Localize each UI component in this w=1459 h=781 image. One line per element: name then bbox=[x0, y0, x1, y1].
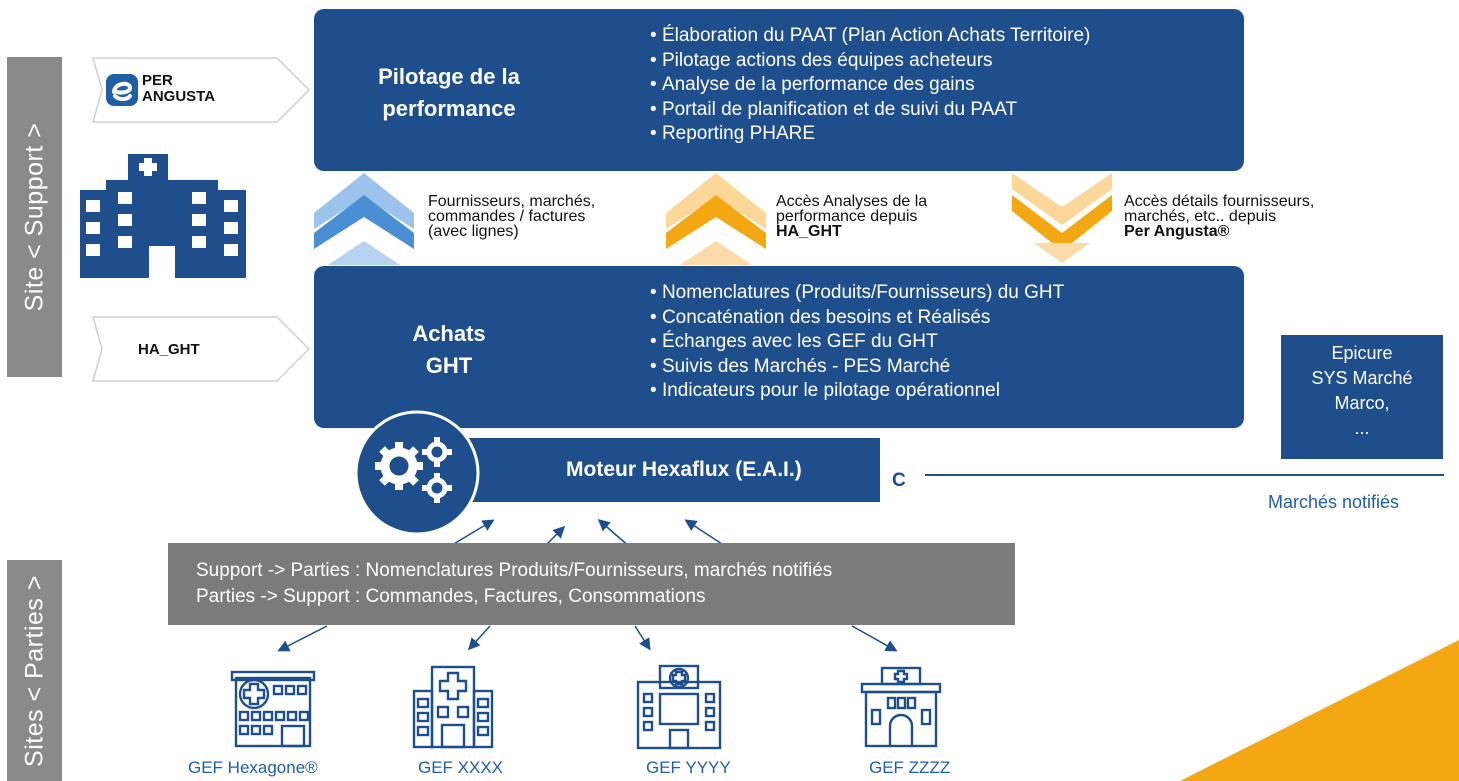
tag-shape bbox=[92, 57, 310, 123]
flow-text-line: marchés, etc.. depuis bbox=[1124, 208, 1277, 225]
exchange-box: Support -> Parties : Nomenclatures Produ… bbox=[168, 543, 1015, 625]
achats-item: Suivis des Marchés - PES Marché bbox=[650, 355, 1064, 380]
pilotage-item: Analyse de la performance des gains bbox=[650, 73, 1090, 98]
external-system-line: Marco, bbox=[1334, 393, 1390, 413]
achats-item: Nomenclatures (Produits/Fournisseurs) du… bbox=[650, 281, 1064, 306]
pilotage-title-line2: performance bbox=[382, 96, 516, 121]
exchange-line-1: Support -> Parties : Nomenclatures Produ… bbox=[196, 560, 833, 581]
orange-down-chevrons-icon bbox=[1012, 173, 1112, 263]
exchange-line-2: Parties -> Support : Commandes, Factures… bbox=[196, 586, 706, 607]
corner-decoration bbox=[1180, 640, 1459, 781]
per-angusta-label: PER ANGUSTA bbox=[142, 73, 215, 105]
flow-text-3: Accès détails fournisseurs, marchés, etc… bbox=[1124, 193, 1315, 240]
hospital-icon bbox=[860, 666, 942, 748]
pilotage-title: Pilotage de la performance bbox=[314, 61, 584, 125]
blue-up-chevrons-icon bbox=[314, 173, 414, 265]
achats-item: Concaténation des besoins et Réalisés bbox=[650, 306, 1064, 331]
arrow-down bbox=[851, 625, 898, 652]
flow-text-line: Accès détails fournisseurs, bbox=[1124, 193, 1315, 210]
building-label: GEF Hexagone® bbox=[188, 758, 318, 777]
support-sidebar: Site < Support > bbox=[7, 57, 62, 377]
external-system-line: ... bbox=[1354, 418, 1370, 438]
flow-text-line: (avec lignes) bbox=[428, 223, 519, 240]
pilotage-list: Élaboration du PAAT (Plan Action Achats … bbox=[650, 24, 1090, 147]
arrow-down bbox=[634, 625, 651, 651]
building-label: GEF ZZZZ bbox=[869, 758, 951, 777]
pilotage-title-line1: Pilotage de la bbox=[378, 64, 520, 89]
hospital-building-icon bbox=[80, 154, 246, 278]
external-system-line: SYS Marché bbox=[1311, 368, 1413, 388]
engine-bar bbox=[456, 438, 880, 502]
engine-connector-label: C bbox=[892, 470, 906, 491]
ha-ght-label: HA_GHT bbox=[138, 341, 200, 358]
achats-title-line2: GHT bbox=[425, 353, 473, 378]
pilotage-item: Pilotage actions des équipes acheteurs bbox=[650, 49, 1090, 74]
flow-text-1: Fournisseurs, marchés, commandes / factu… bbox=[428, 193, 596, 240]
flow-text-bold: Per Angusta® bbox=[1124, 223, 1230, 240]
achats-list: Nomenclatures (Produits/Fournisseurs) du… bbox=[650, 281, 1064, 404]
arrow-down bbox=[467, 625, 491, 651]
per-angusta-tag: PER ANGUSTA bbox=[92, 57, 310, 123]
hospital-icon bbox=[636, 664, 722, 750]
building-label: GEF YYYY bbox=[646, 758, 731, 777]
hospital-icon bbox=[230, 670, 316, 748]
flow-text-line: performance depuis bbox=[776, 208, 918, 225]
achats-item: Indicateurs pour le pilotage opérationne… bbox=[650, 379, 1064, 404]
achats-title-line1: Achats bbox=[412, 321, 486, 346]
flow-text-line: Accès Analyses de la bbox=[776, 193, 928, 210]
achats-title: Achats GHT bbox=[314, 318, 584, 382]
external-systems-box: Epicure SYS Marché Marco, ... bbox=[1281, 335, 1443, 459]
parties-sidebar: Sites < Parties > bbox=[7, 560, 62, 781]
pilotage-panel: Pilotage de la performance Élaboration d… bbox=[314, 9, 1244, 171]
achats-item: Échanges avec les GEF du GHT bbox=[650, 330, 1064, 355]
marches-notifies-label: Marchés notifiés bbox=[1268, 492, 1400, 512]
arrow-down bbox=[277, 625, 328, 652]
pilotage-item: Élaboration du PAAT (Plan Action Achats … bbox=[650, 24, 1090, 49]
engine-label: Moteur Hexaflux (E.A.I.) bbox=[566, 458, 802, 481]
hospital-icon bbox=[412, 665, 494, 749]
flow-text-line: Fournisseurs, marchés, bbox=[428, 193, 596, 210]
building-label: GEF XXXX bbox=[418, 758, 504, 777]
external-system-line: Epicure bbox=[1331, 343, 1393, 363]
per-angusta-line2: ANGUSTA bbox=[142, 88, 216, 105]
orange-up-chevrons-icon bbox=[666, 173, 766, 265]
flow-text-bold: HA_GHT bbox=[776, 223, 842, 240]
achats-panel: Achats GHT Nomenclatures (Produits/Fourn… bbox=[314, 266, 1244, 428]
pilotage-item: Reporting PHARE bbox=[650, 122, 1090, 147]
pilotage-item: Portail de planification et de suivi du … bbox=[650, 98, 1090, 123]
ha-ght-tag: HA_GHT bbox=[92, 316, 310, 382]
per-angusta-line1: PER bbox=[142, 72, 173, 89]
tag-shape bbox=[92, 316, 310, 382]
per-angusta-logo-icon bbox=[106, 74, 138, 106]
connector-line bbox=[925, 474, 1444, 476]
gears-icon bbox=[354, 410, 480, 536]
flow-text-line: commandes / factures bbox=[428, 208, 586, 225]
flow-text-2: Accès Analyses de la performance depuis … bbox=[776, 193, 928, 240]
